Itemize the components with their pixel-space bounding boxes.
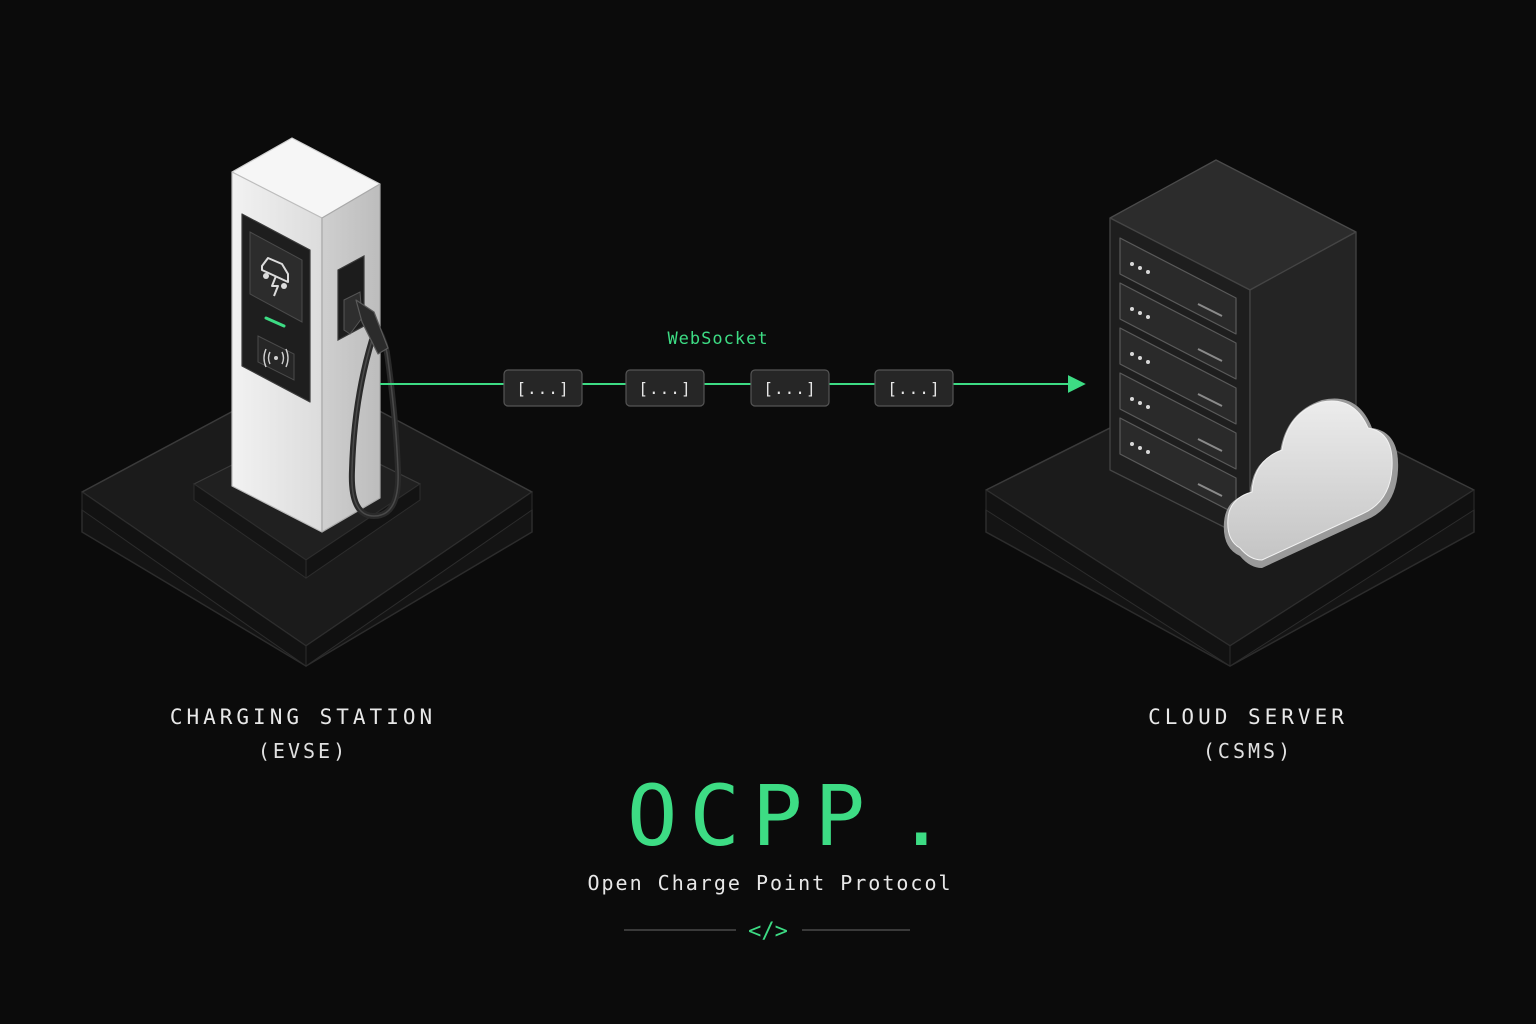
server-unit [1119,282,1237,380]
websocket-link: WebSocket [...] [...] [...] [...] [380,329,1086,407]
server-led [1146,405,1150,409]
drive-slot [1197,303,1223,317]
drive-slot [1197,438,1223,452]
station-subtitle: (EVSE) [258,739,348,763]
server-subtitle: (CSMS) [1203,739,1293,763]
server-led [1138,401,1142,405]
server-led [1130,442,1134,446]
packet-box [503,369,583,407]
charging-station [231,137,402,533]
drive-slot [1197,483,1223,497]
server-led [1130,352,1134,356]
server-led [1130,397,1134,401]
packet-label: [...] [516,379,569,398]
packet-label: [...] [763,379,816,398]
server-unit [1119,372,1237,470]
drive-slot [1197,393,1223,407]
server-led [1130,307,1134,311]
brand-title: OCPP [627,767,877,865]
station-platform [81,371,533,667]
server-unit [1119,327,1237,425]
server-led [1146,450,1150,454]
server-led [1146,270,1150,274]
server-units [1119,237,1237,515]
server-led [1138,446,1142,450]
server-led [1138,266,1142,270]
packet-box [874,369,954,407]
cloud-icon [1223,398,1399,568]
station-title: CHARGING STATION [170,705,436,729]
code-icon: </> [748,919,788,944]
server-led [1138,356,1142,360]
car-charging-icon [261,257,289,297]
status-led [264,316,286,328]
brand-dot: . [896,767,959,865]
packet-label: [...] [638,379,691,398]
packet-box [625,369,705,407]
brand-tagline: Open Charge Point Protocol [587,871,952,895]
server-led [1130,262,1134,266]
server-unit [1119,237,1237,335]
server-title: CLOUD SERVER [1148,705,1348,729]
drive-slot [1197,348,1223,362]
nfc-reader-icon [263,348,289,368]
server-led [1138,311,1142,315]
websocket-label: WebSocket [667,329,768,349]
packet-box [750,369,830,407]
server-led [1146,360,1150,364]
packet-label: [...] [887,379,940,398]
server-led [1146,315,1150,319]
